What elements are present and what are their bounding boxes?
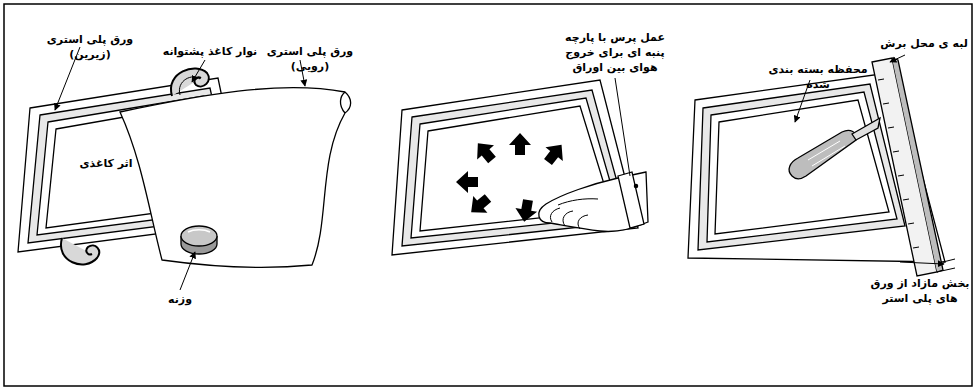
panel-placing [18, 69, 351, 268]
air-arrow [539, 138, 570, 169]
air-arrow [509, 133, 531, 155]
leader-line [615, 78, 630, 176]
knife-handle [789, 130, 856, 179]
panel-pressing [392, 80, 648, 255]
curled-tape [171, 69, 209, 96]
air-arrow [513, 198, 538, 223]
weight-highlight [188, 230, 210, 232]
sealed-border-inner [707, 92, 897, 242]
ruler-ticks [878, 79, 919, 248]
part-label: ورق پلی استری (رویی) [250, 44, 370, 74]
figure-frame [4, 4, 972, 386]
leader-line [900, 262, 944, 264]
curled-tape-edge [179, 77, 200, 95]
leader-line [890, 55, 905, 62]
sealed-border-outer [698, 84, 905, 250]
leader-line [180, 252, 195, 290]
knife-blade [852, 118, 880, 140]
top-polyester-sheet [120, 88, 351, 268]
sleeve-cuff [618, 172, 644, 228]
air-arrow [464, 190, 495, 221]
part-label: نوار کاغذ پشتوانه [162, 44, 258, 59]
sealed-enclosure [715, 100, 889, 234]
part-label: لبه ی محل برش [880, 36, 968, 51]
part-label: اثر کاغذی [66, 156, 146, 171]
finger-lines [550, 199, 598, 229]
handle-grip [808, 141, 845, 166]
curled-tape [61, 238, 99, 264]
part-label: محفظه بسته بندی شده [758, 62, 878, 92]
leader-line [192, 60, 205, 82]
part-label: وزنه [155, 292, 205, 307]
leader-lines [55, 47, 944, 290]
caption-label: عمل پرس با پارچه پنبه ای برای خروج هوای … [560, 30, 670, 75]
pressing-hand [539, 172, 648, 232]
air-arrow [456, 171, 478, 193]
panel-trimming [688, 58, 955, 276]
cuff-button [634, 184, 637, 187]
part-label: ورق پلی استری (زیرین) [30, 32, 150, 62]
air-arrow [469, 136, 500, 167]
excess-sheet-edge [937, 259, 955, 272]
sheet-curl [340, 92, 345, 113]
weight-top [181, 226, 217, 246]
ruler-edge [892, 58, 943, 272]
part-label: بخش مازاد از ورق های پلی استر [870, 276, 970, 306]
